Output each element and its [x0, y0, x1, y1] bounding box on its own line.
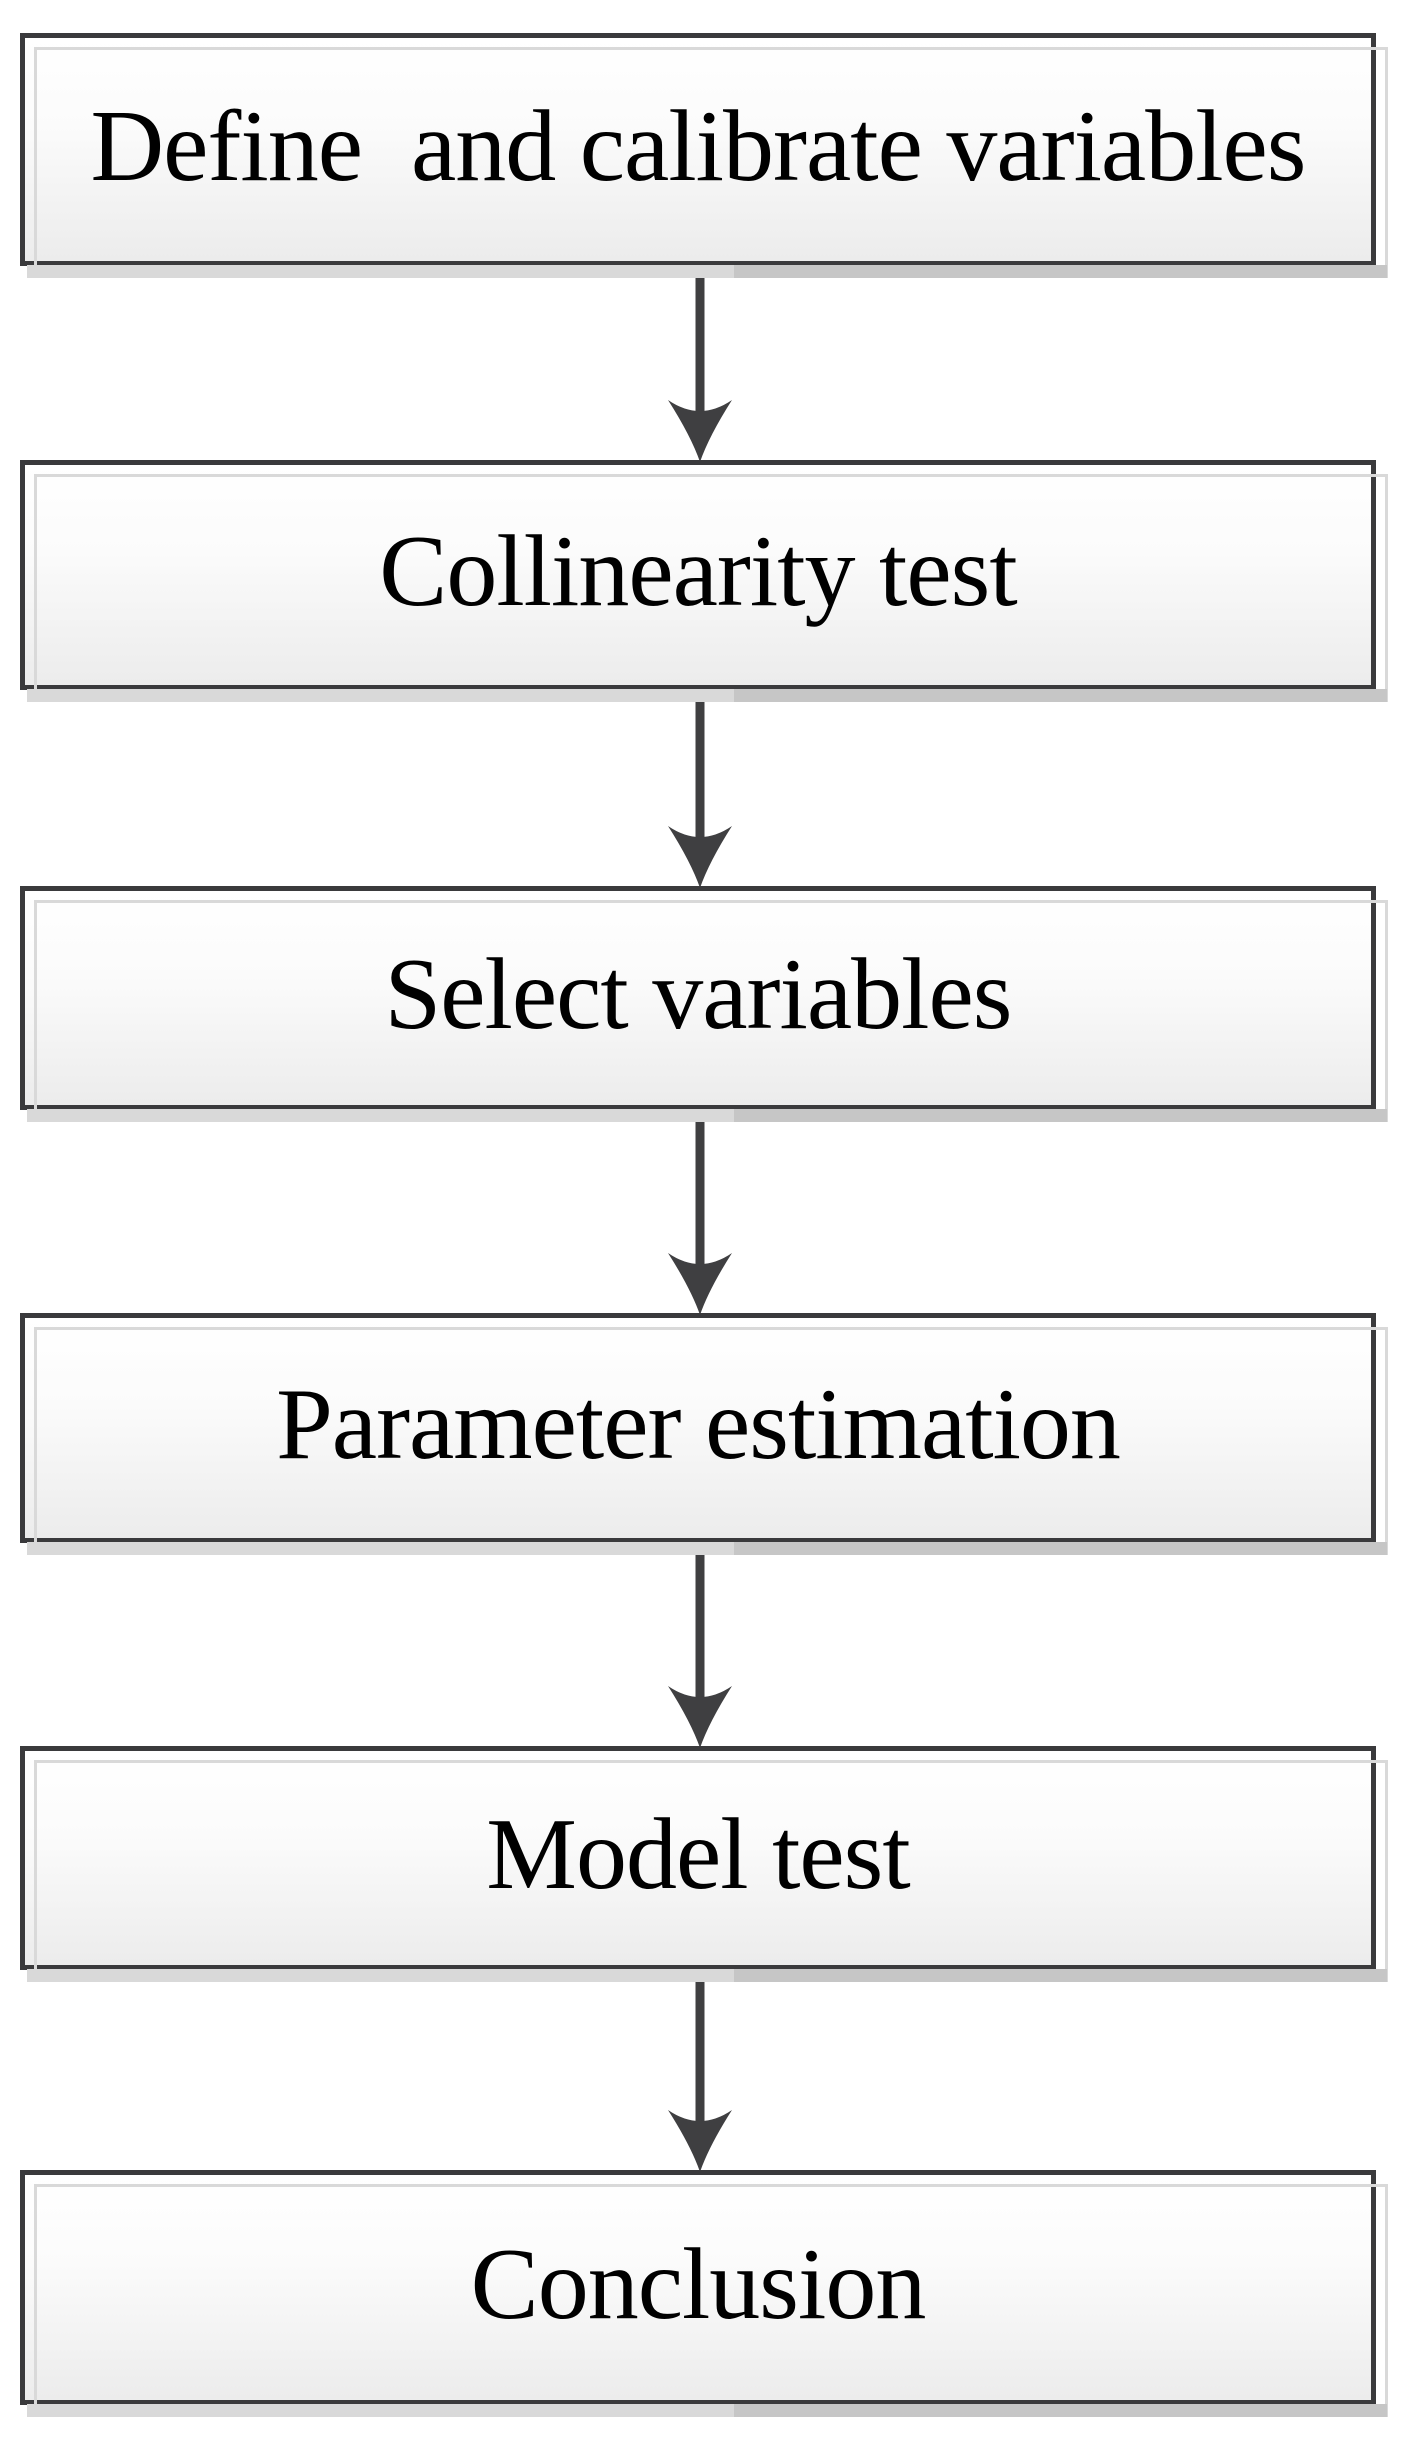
flow-step-collinearity-test: Collinearity test	[20, 460, 1388, 702]
flow-step-define-calibrate-variables: Define and calibrate variables	[20, 33, 1388, 278]
flow-arrow-down-2	[660, 682, 740, 890]
flow-step-label: Model test	[486, 1798, 910, 1912]
flow-step-label: Parameter estimation	[276, 1368, 1121, 1482]
flow-step-label: Collinearity test	[379, 515, 1017, 629]
flow-step-parameter-estimation: Parameter estimation	[20, 1313, 1388, 1555]
flow-step-select-variables: Select variables	[20, 886, 1388, 1122]
flow-step-label: Select variables	[384, 938, 1013, 1052]
flow-step-label: Conclusion	[470, 2227, 927, 2341]
flow-arrow-down-1	[660, 258, 740, 464]
flow-arrow-down-3	[660, 1102, 740, 1317]
flow-arrow-down-5	[660, 1962, 740, 2174]
flow-step-model-test: Model test	[20, 1746, 1388, 1982]
flow-step-conclusion: Conclusion	[20, 2170, 1388, 2417]
flow-arrow-down-4	[660, 1535, 740, 1750]
flow-step-label: Define and calibrate variables	[90, 89, 1306, 203]
